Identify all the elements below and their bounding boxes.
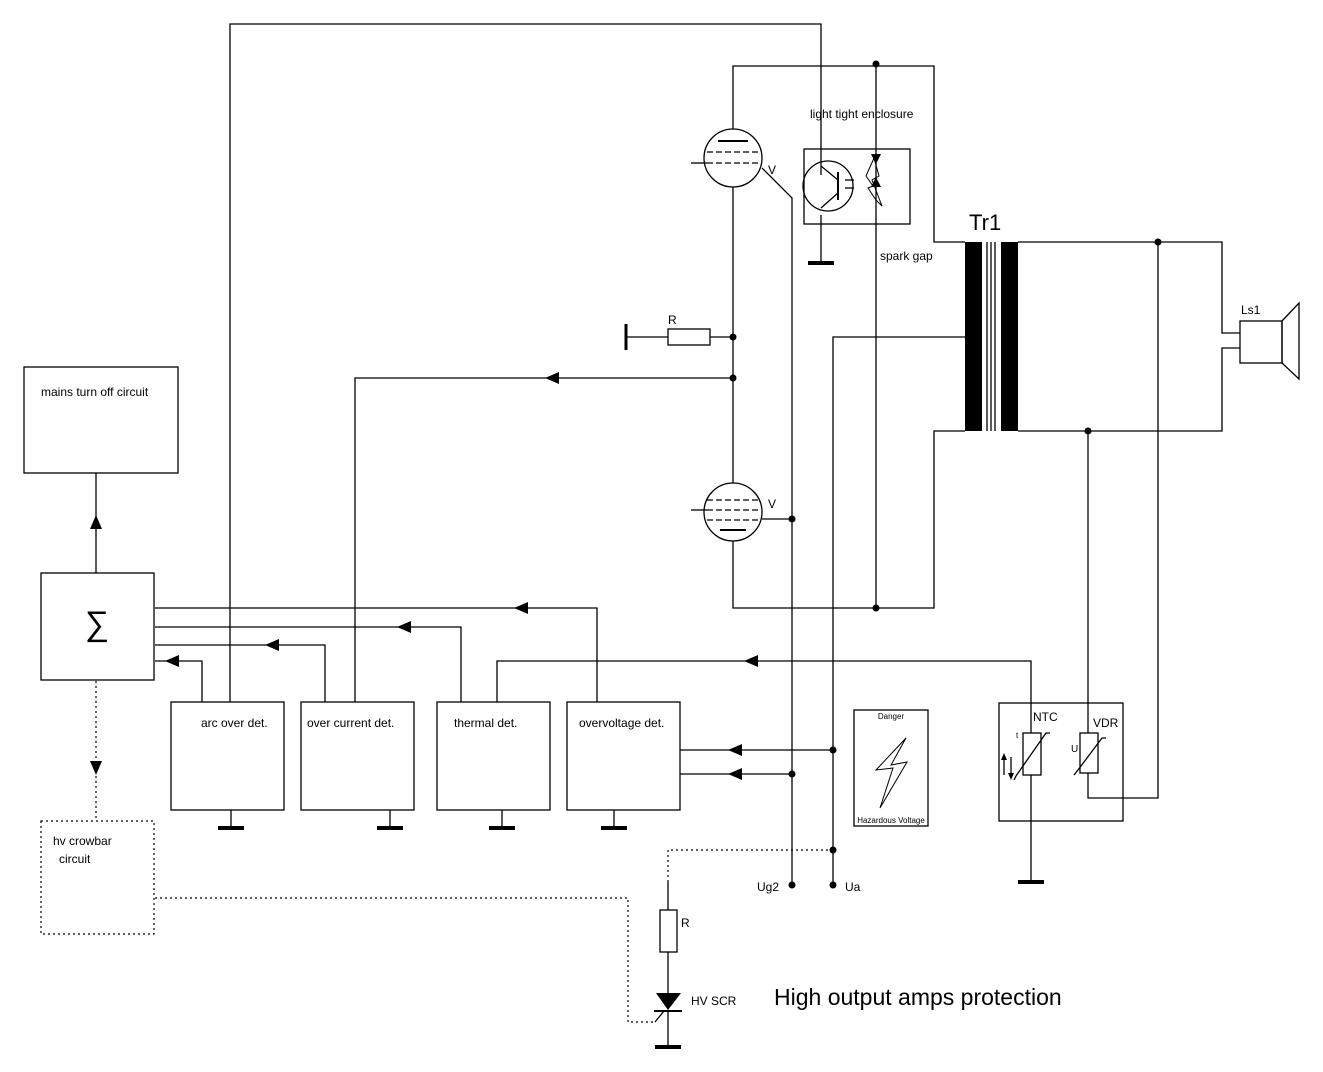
dash-crowbar-scr [155, 897, 655, 1023]
mains-turn-off-block: mains turn off circuit [23, 366, 179, 474]
arc-label: arc over det. [201, 716, 268, 730]
crowbar-label-2: circuit [59, 852, 91, 866]
junction [1154, 238, 1162, 246]
ug2-label: Ug2 [757, 880, 779, 894]
resistor-lower: R [659, 909, 690, 953]
wire-primary-bottom [732, 430, 965, 609]
arrow-th-sum [397, 621, 411, 633]
spark-gap-label: spark gap [880, 249, 933, 263]
arrow-thermal-sense [744, 655, 758, 667]
arrow-ov-ug2 [728, 768, 742, 780]
junction [729, 374, 737, 382]
vdr-u-label: U [1071, 744, 1078, 755]
light-tight-enclosure: light tight enclosure spark gap [802, 107, 933, 263]
speaker-ls1: Ls1 [1239, 301, 1300, 381]
junction [829, 746, 837, 754]
resistor-upper-label: R [668, 313, 677, 327]
arrows [90, 372, 758, 780]
sum-symbol: ∑ [85, 605, 109, 643]
tube-lower: V [691, 482, 776, 542]
junction [872, 604, 880, 612]
summing-block: ∑ [40, 572, 155, 681]
hv-crowbar-block: hv crowbar circuit [40, 820, 155, 935]
junction [729, 333, 737, 341]
danger-sign: Danger Hazardous Voltage [853, 709, 929, 827]
svg-text:t: t [1016, 731, 1019, 740]
junction [788, 881, 796, 889]
wire-secondary-bottom [1018, 347, 1240, 432]
wire-ov-sum [155, 607, 598, 702]
wire-ua [832, 336, 965, 885]
junction [788, 515, 796, 523]
wire-arc-loop [229, 23, 822, 702]
arrow-crowbar [90, 761, 102, 775]
wire-thermal-sense [496, 660, 1032, 703]
arrow-ov-ua [728, 744, 742, 756]
arrow-mains [90, 515, 102, 529]
junction [829, 846, 837, 854]
arrow-ov-sum [514, 602, 528, 614]
wire-primary-top [732, 65, 965, 243]
junction [1084, 427, 1092, 435]
danger-label: Danger [878, 712, 905, 721]
dash-ua-scr [667, 849, 833, 882]
grounds [218, 261, 1044, 1049]
over-current-detector: over current det. [300, 701, 415, 811]
wire-ug2 [761, 167, 793, 885]
arrow-oc-sum [265, 639, 279, 651]
hazard-label: Hazardous Voltage [857, 816, 925, 825]
overvoltage-label: overvoltage det. [579, 716, 664, 730]
wire-arc-sum [155, 660, 203, 702]
junction [872, 60, 880, 68]
arrow-overcurrent-sense [545, 372, 559, 384]
transformer-tr1: Tr1 [965, 210, 1018, 431]
diagram-title: High output amps protection [774, 984, 1062, 1010]
junctions [729, 60, 1162, 889]
thermal-label: thermal det. [454, 716, 517, 730]
junction [788, 770, 796, 778]
crowbar-label-1: hv crowbar [53, 834, 112, 848]
wire-oc-sum [155, 644, 326, 702]
thermal-detector: thermal det. [436, 701, 551, 811]
hv-scr: HV SCR [654, 993, 737, 1023]
junction [829, 881, 837, 889]
ntc-label: NTC [1033, 710, 1058, 724]
mains-label: mains turn off circuit [41, 385, 149, 399]
overvoltage-detector: overvoltage det. [566, 701, 681, 811]
wire-secondary-top [1018, 241, 1240, 334]
dashed-lines [95, 681, 833, 1023]
ua-label: Ua [845, 880, 861, 894]
arc-over-detector: arc over det. [170, 701, 285, 811]
enclosure-label: light tight enclosure [810, 107, 914, 121]
wire-overcurrent-sense [354, 377, 733, 702]
wire-th-sum [155, 626, 462, 702]
speaker-label: Ls1 [1241, 303, 1261, 317]
ntc-vdr-block: NTC t VDR U [998, 702, 1124, 822]
tube-upper-label: V [768, 163, 776, 177]
arrow-arc-sum [165, 655, 179, 667]
vdr-label: VDR [1093, 716, 1119, 730]
wires [95, 23, 1240, 1047]
transformer-label: Tr1 [969, 210, 1001, 235]
tube-upper: V [691, 128, 776, 188]
scr-label: HV SCR [691, 994, 737, 1008]
tube-lower-label: V [768, 497, 776, 511]
resistor-lower-label: R [681, 916, 690, 930]
overcurrent-label: over current det. [307, 716, 394, 730]
resistor-upper: R [667, 313, 711, 346]
